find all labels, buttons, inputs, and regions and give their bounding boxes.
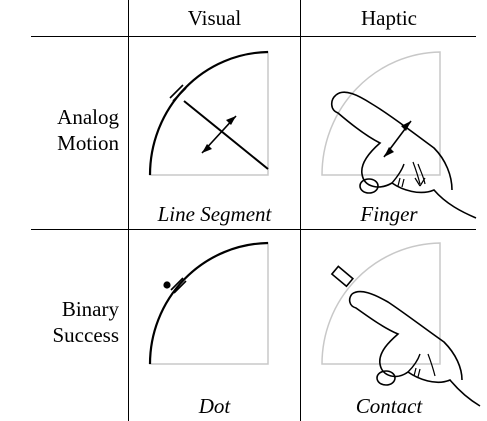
thumb-ellipse [359,178,379,194]
success-dot [163,281,171,289]
column-header-haptic: Haptic [361,6,417,30]
quadrant-outline [321,242,441,365]
arrow-head [202,144,212,153]
column-divider-middle [300,0,301,421]
knuckle-line [413,367,421,378]
arrow-head [226,116,236,125]
row-divider [31,229,476,230]
nail-arrow [414,177,426,187]
caption-finger: Finger [360,202,418,226]
quadrant-arc [148,241,269,365]
hand-outline [330,94,477,219]
row-label-line-1: Binary [61,297,119,321]
knuckle-line [407,353,421,373]
row-label-binary-success: Binary Success [53,296,120,348]
contact-pad [330,265,355,288]
arc-tick-mark [172,87,187,102]
quadrant-outline [321,51,441,176]
line-segment [183,100,269,170]
finger-top-edge [351,290,463,381]
column-header-visual: Visual [187,6,242,30]
arc-tick-mark [169,84,184,99]
row-label-analog-motion: Analog Motion [57,104,119,156]
hand-outline [348,293,481,407]
nail-line [427,353,436,377]
arc-tick-mark [170,277,184,291]
header-rule [31,36,476,37]
row-label-line-2: Success [52,323,120,347]
row-label-line-1: Analog [57,105,119,129]
caption-dot: Dot [198,394,231,418]
caption-contact: Contact [355,394,423,418]
knuckle-line [391,163,405,184]
column-divider-left [128,0,129,421]
row-label-line-2: Motion [57,131,119,155]
arrow-head [384,147,394,157]
arc-tick-mark [173,280,187,294]
nail-line [412,161,426,185]
caption-line-segment: Line Segment [157,202,272,226]
knuckle-line [397,177,405,188]
thumb-ellipse [376,370,396,386]
finger-top-edge [335,91,453,191]
arrow-head [401,121,411,131]
